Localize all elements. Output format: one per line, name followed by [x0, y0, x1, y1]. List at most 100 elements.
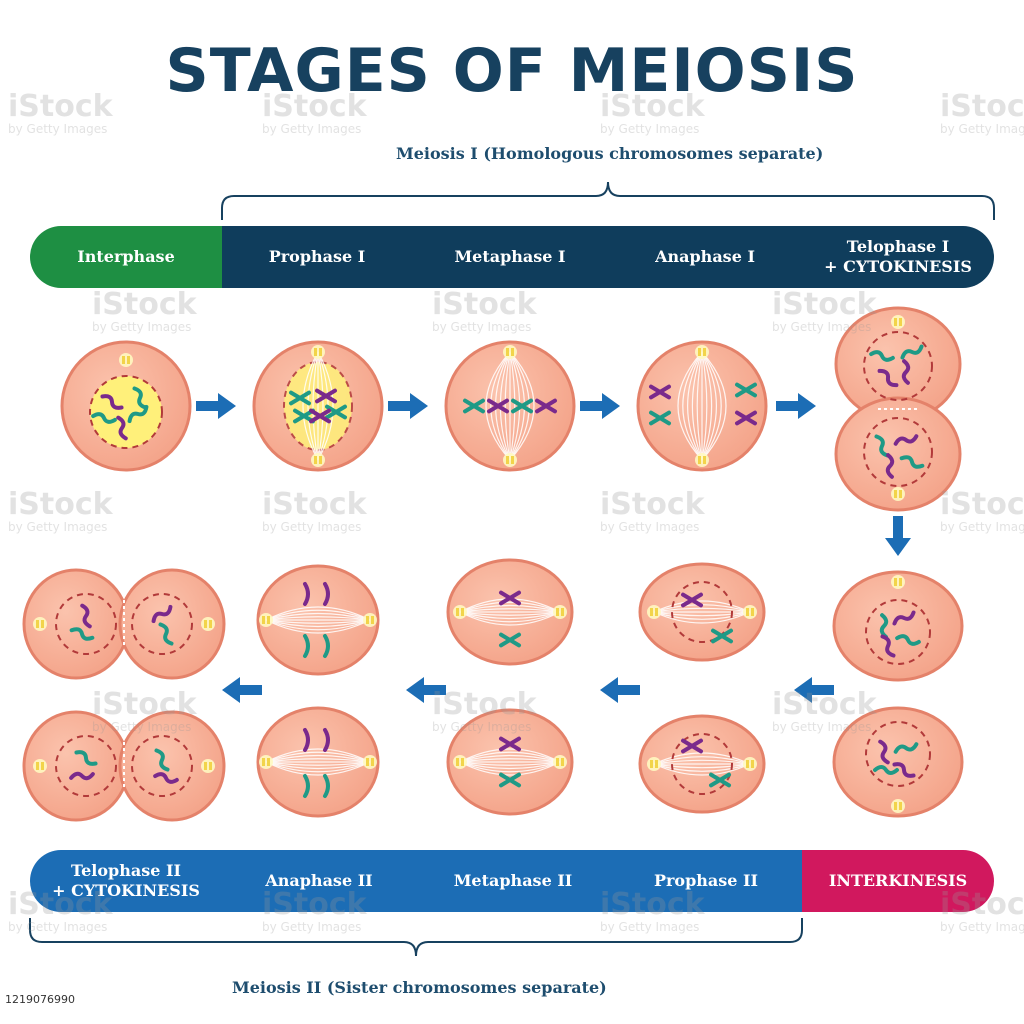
centrosome [891, 315, 905, 329]
centriole [122, 356, 125, 364]
chromosome [323, 728, 330, 752]
centriole [899, 802, 902, 810]
nuclear-envelope [863, 331, 933, 401]
spindle-fiber [459, 754, 561, 763]
centriole [746, 608, 749, 616]
centriole [746, 760, 749, 768]
chromosome [309, 408, 331, 424]
chromosome [487, 398, 509, 414]
chromosome [874, 434, 890, 458]
centrosome [891, 487, 905, 501]
centriole [650, 608, 653, 616]
centriole [456, 608, 459, 616]
stage-metaphase-2: Metaphase II [416, 850, 610, 912]
chromosome [892, 762, 916, 778]
spindle-fiber [265, 619, 371, 631]
spindle-fiber [459, 604, 561, 613]
arrow-icon [776, 393, 816, 419]
centriole [511, 348, 514, 356]
centriole [461, 758, 464, 766]
chromosome [151, 604, 173, 624]
spindle-fiber [485, 351, 511, 461]
arrow-icon [794, 677, 834, 703]
centriole [655, 760, 658, 768]
centriole [655, 608, 658, 616]
spindle-fiber [653, 759, 751, 765]
centriole [461, 608, 464, 616]
cell-telophase-2-d [118, 710, 226, 822]
centrosome [503, 345, 517, 359]
spindle-fiber [653, 611, 751, 624]
cell-interkinesis-top [832, 570, 964, 682]
chromosome [315, 388, 337, 404]
centriole [506, 348, 509, 356]
centrosome [363, 755, 377, 769]
centrosome [453, 755, 467, 769]
centrosome [311, 345, 325, 359]
chromosome [158, 622, 174, 646]
chromosome [735, 382, 757, 398]
spindle-fiber [653, 763, 751, 769]
centriole [371, 758, 374, 766]
centrosome [743, 757, 757, 771]
nuclear-envelope [865, 721, 931, 787]
cell-telophase-1-bottom [834, 396, 962, 512]
centriole [267, 616, 270, 624]
nuclear-envelope [671, 733, 733, 795]
stage-interkinesis: INTERKINESIS [802, 850, 994, 912]
nuclear-envelope [865, 599, 931, 665]
spindle-fiber [265, 606, 371, 621]
spindle-fiber [509, 351, 530, 461]
stage-telophase-1: Telophase I + CYTOKINESIS [802, 226, 994, 288]
spindle-fiber [265, 616, 371, 621]
centrosome [201, 759, 215, 773]
stage-interphase: Interphase [30, 226, 222, 288]
arrow-icon [222, 677, 262, 703]
centrosome [503, 453, 517, 467]
cell-telophase-2-b [118, 568, 226, 680]
centriole [456, 758, 459, 766]
centrosome [453, 605, 467, 619]
chromosome [895, 634, 921, 646]
centrosome [259, 755, 273, 769]
spindle-fiber [653, 607, 751, 613]
chromosome [293, 408, 315, 424]
chromosome [100, 394, 124, 410]
spindle-fiber [459, 761, 561, 776]
spindle-fiber [677, 351, 703, 461]
nuclear-envelope [131, 735, 193, 797]
chromosome [899, 455, 925, 469]
centriole [209, 620, 212, 628]
chromosome [893, 434, 919, 446]
spindle-fiber [701, 351, 713, 461]
spindle-fiber [687, 351, 703, 461]
chromosome [711, 628, 733, 644]
centrosome [553, 755, 567, 769]
chromosome [323, 774, 330, 798]
spindle-fiber [701, 351, 717, 461]
arrow-icon [885, 516, 911, 556]
chromosome [289, 390, 311, 406]
spindle-fiber [265, 761, 371, 770]
spindle-fiber [459, 611, 561, 616]
centriole [319, 348, 322, 356]
chromosome [893, 742, 919, 754]
chromosome [901, 359, 911, 385]
centriole [262, 616, 265, 624]
spindle-fiber [265, 761, 371, 776]
chromosome [323, 582, 330, 606]
centriole [511, 456, 514, 464]
arrow-icon [406, 677, 446, 703]
spindle-fiber [265, 751, 371, 763]
arrow-icon [196, 393, 236, 419]
spindle-fiber [459, 611, 561, 620]
centriole [556, 608, 559, 616]
centrosome [695, 453, 709, 467]
chromosome [869, 350, 895, 362]
centriole [894, 318, 897, 326]
spindle-fiber [701, 351, 722, 461]
spindle-fiber [701, 351, 708, 461]
spindle-fiber [265, 612, 371, 621]
stage-anaphase-1: Anaphase I [608, 226, 802, 288]
